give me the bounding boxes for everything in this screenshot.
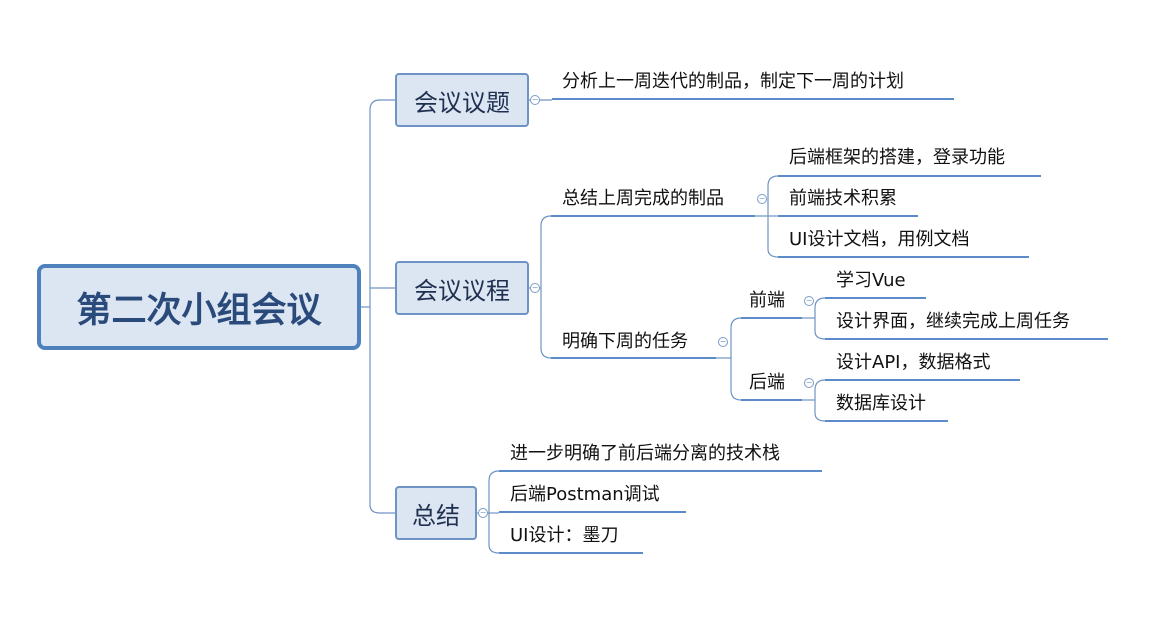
topic-item[interactable]: 分析上一周迭代的制品，制定下一周的计划 [562, 71, 904, 92]
underline [499, 470, 822, 472]
last-week-item[interactable]: 前端技术积累 [789, 188, 897, 209]
underline [499, 511, 686, 513]
agenda-label: 会议议程 [414, 276, 510, 305]
root-node[interactable]: 第二次小组会议 [37, 264, 361, 350]
summary-item[interactable]: 后端Postman调试 [510, 484, 660, 505]
underline [551, 215, 755, 217]
underline [741, 399, 802, 401]
last-week-label[interactable]: 总结上周完成的制品 [562, 188, 724, 209]
backend-label[interactable]: 后端 [749, 372, 785, 393]
frontend-label[interactable]: 前端 [749, 290, 785, 311]
collapse-toggle-icon[interactable]: − [757, 194, 767, 204]
collapse-toggle-icon[interactable]: − [530, 95, 540, 105]
underline [778, 215, 918, 217]
frontend-item[interactable]: 设计界面，继续完成上周任务 [836, 311, 1070, 332]
next-week-label[interactable]: 明确下周的任务 [562, 331, 688, 352]
underline [825, 420, 948, 422]
collapse-toggle-icon[interactable]: − [718, 337, 728, 347]
underline [741, 317, 802, 319]
underline [778, 175, 1041, 177]
topic-node[interactable]: 会议议题 [395, 73, 529, 127]
underline [499, 552, 643, 554]
frontend-item[interactable]: 学习Vue [836, 270, 906, 291]
summary-node[interactable]: 总结 [395, 486, 477, 540]
summary-item[interactable]: 进一步明确了前后端分离的技术栈 [510, 443, 780, 464]
collapse-toggle-icon[interactable]: − [804, 378, 814, 388]
underline [825, 379, 1020, 381]
underline [552, 98, 954, 100]
collapse-toggle-icon[interactable]: − [478, 508, 488, 518]
underline [825, 338, 1108, 340]
agenda-node[interactable]: 会议议程 [395, 261, 529, 315]
backend-item[interactable]: 设计API，数据格式 [836, 352, 991, 373]
underline [778, 256, 1029, 258]
collapse-toggle-icon[interactable]: − [530, 283, 540, 293]
underline [551, 357, 716, 359]
backend-item[interactable]: 数据库设计 [836, 393, 926, 414]
last-week-item[interactable]: 后端框架的搭建，登录功能 [789, 147, 1005, 168]
topic-label: 会议议题 [414, 88, 510, 117]
root-label: 第二次小组会议 [76, 290, 322, 331]
underline [825, 297, 926, 299]
last-week-item[interactable]: UI设计文档，用例文档 [789, 229, 970, 250]
collapse-toggle-icon[interactable]: − [804, 296, 814, 306]
summary-item[interactable]: UI设计：墨刀 [510, 525, 619, 546]
summary-label: 总结 [412, 501, 460, 530]
